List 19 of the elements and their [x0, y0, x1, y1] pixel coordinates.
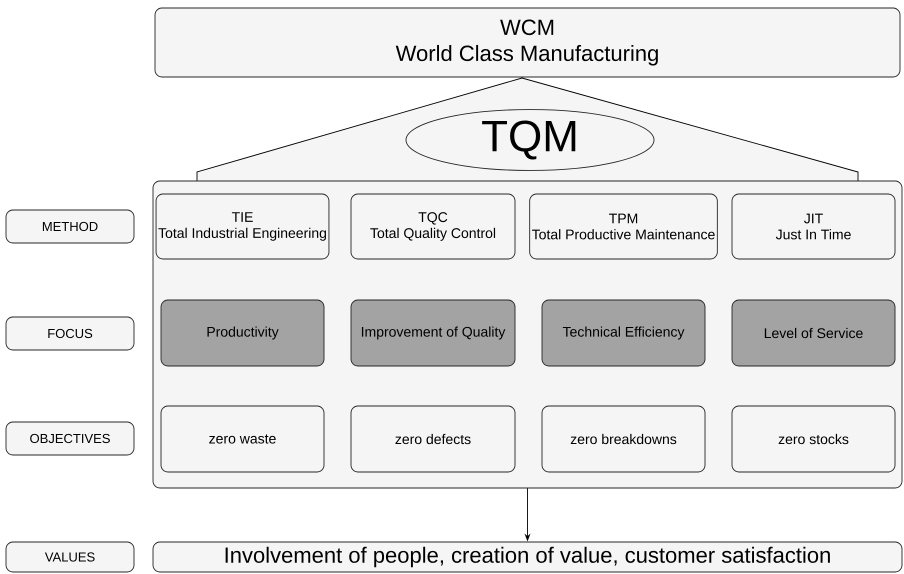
oval-label: TQM — [406, 109, 654, 171]
objective-box: zero breakdowns — [542, 406, 706, 472]
row-label-box: METHOD — [6, 210, 134, 244]
row-label-box: FOCUS — [6, 316, 134, 350]
method-box: TIE Total Industrial Engineering — [156, 194, 330, 260]
objective-box: zero waste — [160, 406, 324, 472]
objective-box: zero stocks — [732, 406, 896, 472]
focus-box: Improvement of Quality — [350, 300, 516, 366]
focus-box: Level of Service — [732, 300, 896, 366]
row-label-box: VALUES — [6, 542, 134, 572]
title-box: WCM World Class Manufacturing — [154, 8, 900, 78]
objective-box: zero defects — [350, 406, 516, 472]
method-box: JIT Just In Time — [732, 194, 896, 260]
focus-box: Productivity — [160, 300, 324, 366]
values-box: Involvement of people, creation of value, customer satisfaction — [152, 542, 902, 572]
row-label-box: OBJECTIVES — [6, 422, 134, 456]
method-box: TPM Total Productive Maintenance — [529, 194, 718, 260]
method-box: TQC Total Quality Control — [350, 194, 516, 260]
focus-box: Technical Efficiency — [542, 300, 706, 366]
